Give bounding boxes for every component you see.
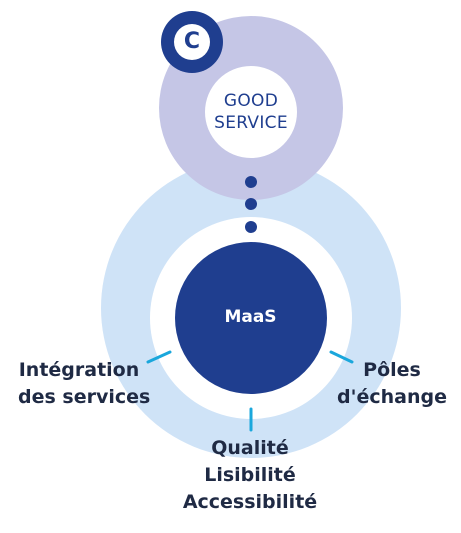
good-service-line-1: GOOD: [223, 91, 279, 111]
good-service-center: [205, 66, 297, 158]
integration-line-1: Intégration: [18, 359, 140, 381]
quality-line-3: Accessibilité: [182, 491, 318, 513]
integration-label: Intégration des services: [18, 357, 151, 411]
good-service-line-2: SERVICE: [214, 113, 288, 133]
poles-label: Pôles d'échange: [336, 357, 448, 411]
poles-line-2: d'échange: [337, 386, 447, 408]
connector-left: [146, 350, 172, 364]
maas-circle: [175, 242, 327, 394]
connector-dot-3: [245, 221, 257, 233]
maas-label: MaaS: [224, 307, 277, 327]
badge-letter: C: [183, 29, 201, 54]
connector-dot-2: [245, 198, 257, 210]
poles-line-1: Pôles: [363, 359, 421, 381]
integration-line-2: des services: [18, 386, 151, 408]
connector-dot-1: [245, 176, 257, 188]
quality-label: Qualité Lisibilité Accessibilité: [160, 435, 340, 516]
good-service-label: GOOD SERVICE: [196, 90, 306, 134]
connector-right: [329, 350, 354, 364]
quality-line-2: Lisibilité: [204, 464, 296, 486]
badge-inner: [174, 24, 210, 60]
quality-line-1: Qualité: [211, 437, 289, 459]
